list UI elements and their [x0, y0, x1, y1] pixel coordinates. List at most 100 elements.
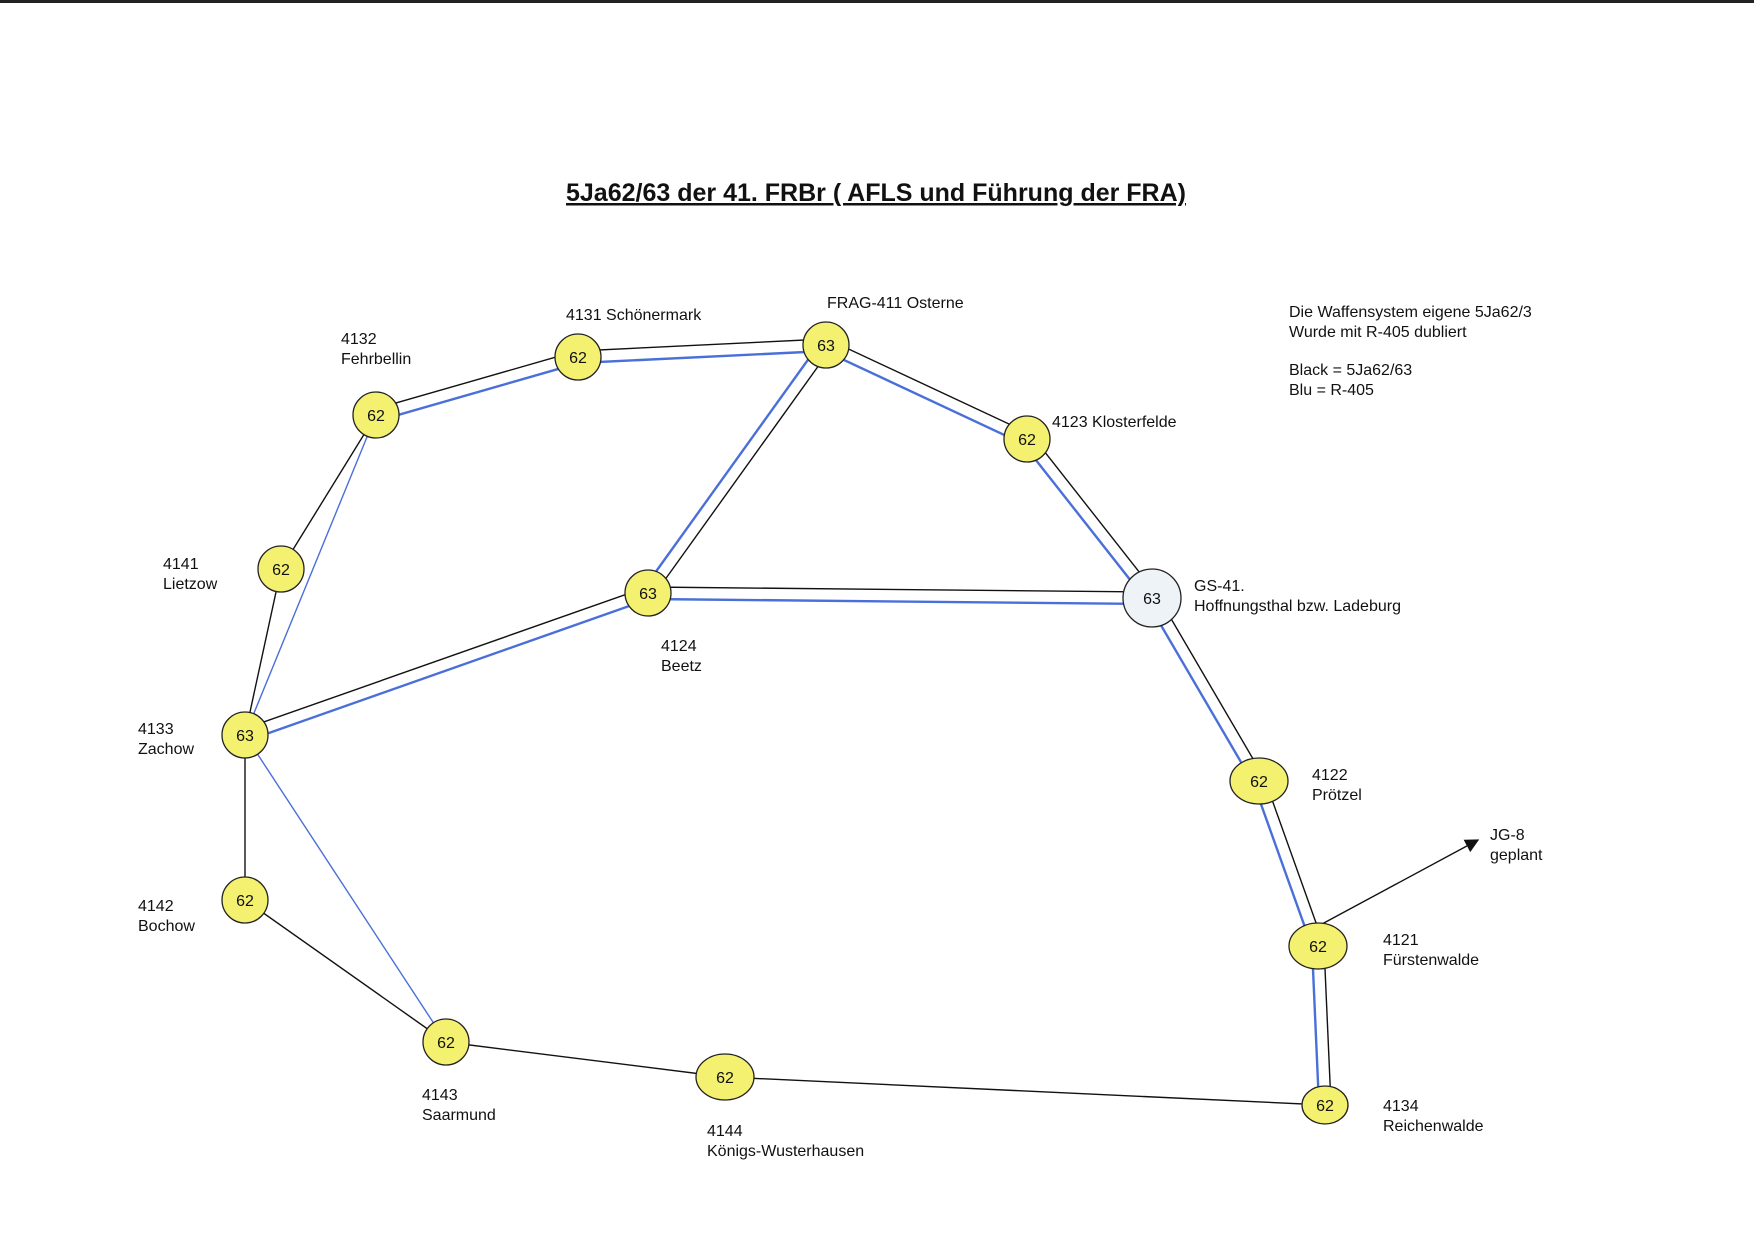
- node-gs41-circle[interactable]: [1122, 568, 1182, 628]
- node-4124-circle[interactable]: [624, 569, 672, 617]
- top-border-line: [0, 0, 1754, 3]
- node-label-line: 4134: [1383, 1098, 1419, 1115]
- link-4123-gs41-black: [1031, 434, 1158, 595]
- link-4133-4143-blue: [244, 734, 447, 1043]
- link-411-4124-blue: [642, 340, 823, 591]
- node-4144-value: 62: [716, 1070, 734, 1087]
- node-label-line: Lietzow: [163, 576, 218, 593]
- link-4132-4131-blue: [377, 361, 581, 422]
- node-4121-circle[interactable]: [1288, 922, 1348, 970]
- node-411-value: 63: [817, 338, 835, 355]
- link-4124-gs41-blue: [647, 597, 1152, 606]
- link-4122-4121-blue: [1252, 782, 1314, 949]
- link-4123-gs41-blue: [1021, 441, 1149, 603]
- external-layer: JG-8 geplant: [1321, 827, 1543, 925]
- node-gs41-label: GS-41. Hoffnungsthal bzw. Ladeburg: [1194, 578, 1401, 615]
- node-4133-circle[interactable]: [221, 711, 269, 759]
- node-4122-circle[interactable]: [1229, 757, 1289, 805]
- link-gs41-4122-blue: [1145, 600, 1255, 785]
- node-4144-circle[interactable]: [695, 1053, 755, 1101]
- legend-note-line-2: Wurde mit R-405 dubliert: [1289, 324, 1467, 341]
- link-4121-4134-blue: [1310, 946, 1321, 1106]
- node-label-line: Beetz: [661, 658, 702, 675]
- node-4123-circle[interactable]: [1003, 415, 1051, 463]
- node-4132-value: 62: [367, 408, 385, 425]
- link-4131-411-blue: [578, 349, 827, 365]
- node-label-line: Königs-Wusterhausen: [707, 1143, 864, 1160]
- external-label: JG-8 geplant: [1490, 827, 1543, 864]
- node-4131-circle[interactable]: [554, 333, 602, 381]
- link-4132-4133-blue: [244, 414, 377, 736]
- node-label-line: 4142: [138, 898, 174, 915]
- node-4122-value: 62: [1250, 774, 1268, 791]
- node-label-line: Reichenwalde: [1383, 1118, 1484, 1135]
- node-label-line: Hoffnungsthal bzw. Ladeburg: [1194, 598, 1401, 615]
- node-4121-value: 62: [1309, 939, 1327, 956]
- node-label-line: GS-41.: [1194, 578, 1245, 595]
- node-label-line: 4123 Klosterfelde: [1052, 414, 1177, 431]
- node-411-circle[interactable]: [802, 321, 850, 369]
- node-4141-circle[interactable]: [257, 545, 305, 593]
- node-label-line: Fürstenwalde: [1383, 952, 1479, 969]
- link-4143-4144-black: [445, 1041, 726, 1078]
- legend-blue-entry: Blu = R-405: [1289, 382, 1374, 399]
- node-label-line: 4133: [138, 721, 174, 738]
- node-4131-label: 4131 Schönermark: [566, 307, 702, 324]
- node-4124-value: 63: [639, 586, 657, 603]
- link-411-4123-black: [828, 338, 1030, 435]
- node-label-line: 4143: [422, 1087, 458, 1104]
- link-gs41-4122-black: [1156, 594, 1265, 779]
- external-link-arrow: [1321, 839, 1480, 925]
- node-label-line: Prötzel: [1312, 787, 1362, 804]
- node-411-label: FRAG-411 Osterne: [827, 295, 964, 312]
- node-label-line: 4141: [163, 556, 199, 573]
- link-4133-4124-black: [242, 586, 647, 730]
- external-label-line: geplant: [1490, 847, 1543, 864]
- link-4122-4121-black: [1263, 778, 1325, 945]
- diagram-title: 5Ja62/63 der 41. FRBr ( AFLS und Führung…: [566, 179, 1186, 207]
- node-label-line: FRAG-411 Osterne: [827, 295, 964, 312]
- node-gs41-value: 63: [1143, 591, 1161, 608]
- link-4133-4124-blue: [246, 597, 651, 742]
- node-4142-value: 62: [236, 893, 254, 910]
- node-label-line: Fehrbellin: [341, 351, 411, 368]
- node-4141-value: 62: [272, 562, 290, 579]
- node-label-line: 4124: [661, 638, 697, 655]
- link-411-4124-black: [652, 348, 832, 597]
- node-4133-value: 63: [236, 728, 254, 745]
- external-label-line: JG-8: [1490, 827, 1525, 844]
- node-4134-value: 62: [1316, 1098, 1334, 1115]
- node-4143-circle[interactable]: [422, 1018, 470, 1066]
- node-label-line: Zachow: [138, 741, 194, 758]
- node-label-line: 4121: [1383, 932, 1419, 949]
- node-4143-value: 62: [437, 1035, 455, 1052]
- node-4123-label: 4123 Klosterfelde: [1052, 414, 1177, 431]
- legend: Die Waffensystem eigene 5Ja62/3 Wurde mi…: [1289, 303, 1532, 401]
- node-4132-circle[interactable]: [352, 391, 400, 439]
- node-4123-value: 62: [1018, 432, 1036, 449]
- node-label-line: Bochow: [138, 918, 195, 935]
- links-layer: [242, 338, 1332, 1106]
- node-label-line: 4132: [341, 331, 377, 348]
- link-411-4123-blue: [822, 349, 1026, 446]
- link-4144-4134-black: [724, 1076, 1326, 1106]
- link-4131-411-black: [577, 338, 826, 352]
- link-4124-gs41-black: [648, 586, 1153, 593]
- link-4132-4141-black: [280, 414, 377, 570]
- link-4121-4134-black: [1323, 945, 1332, 1105]
- legend-black-entry: Black = 5Ja62/63: [1289, 362, 1413, 379]
- node-4131-value: 62: [569, 350, 587, 367]
- node-4142-circle[interactable]: [221, 876, 269, 924]
- nodes-layer: 62 62 63 62 63 62 63 63 62 62 62 62 62 62: [221, 321, 1349, 1125]
- node-4134-circle[interactable]: [1301, 1085, 1349, 1125]
